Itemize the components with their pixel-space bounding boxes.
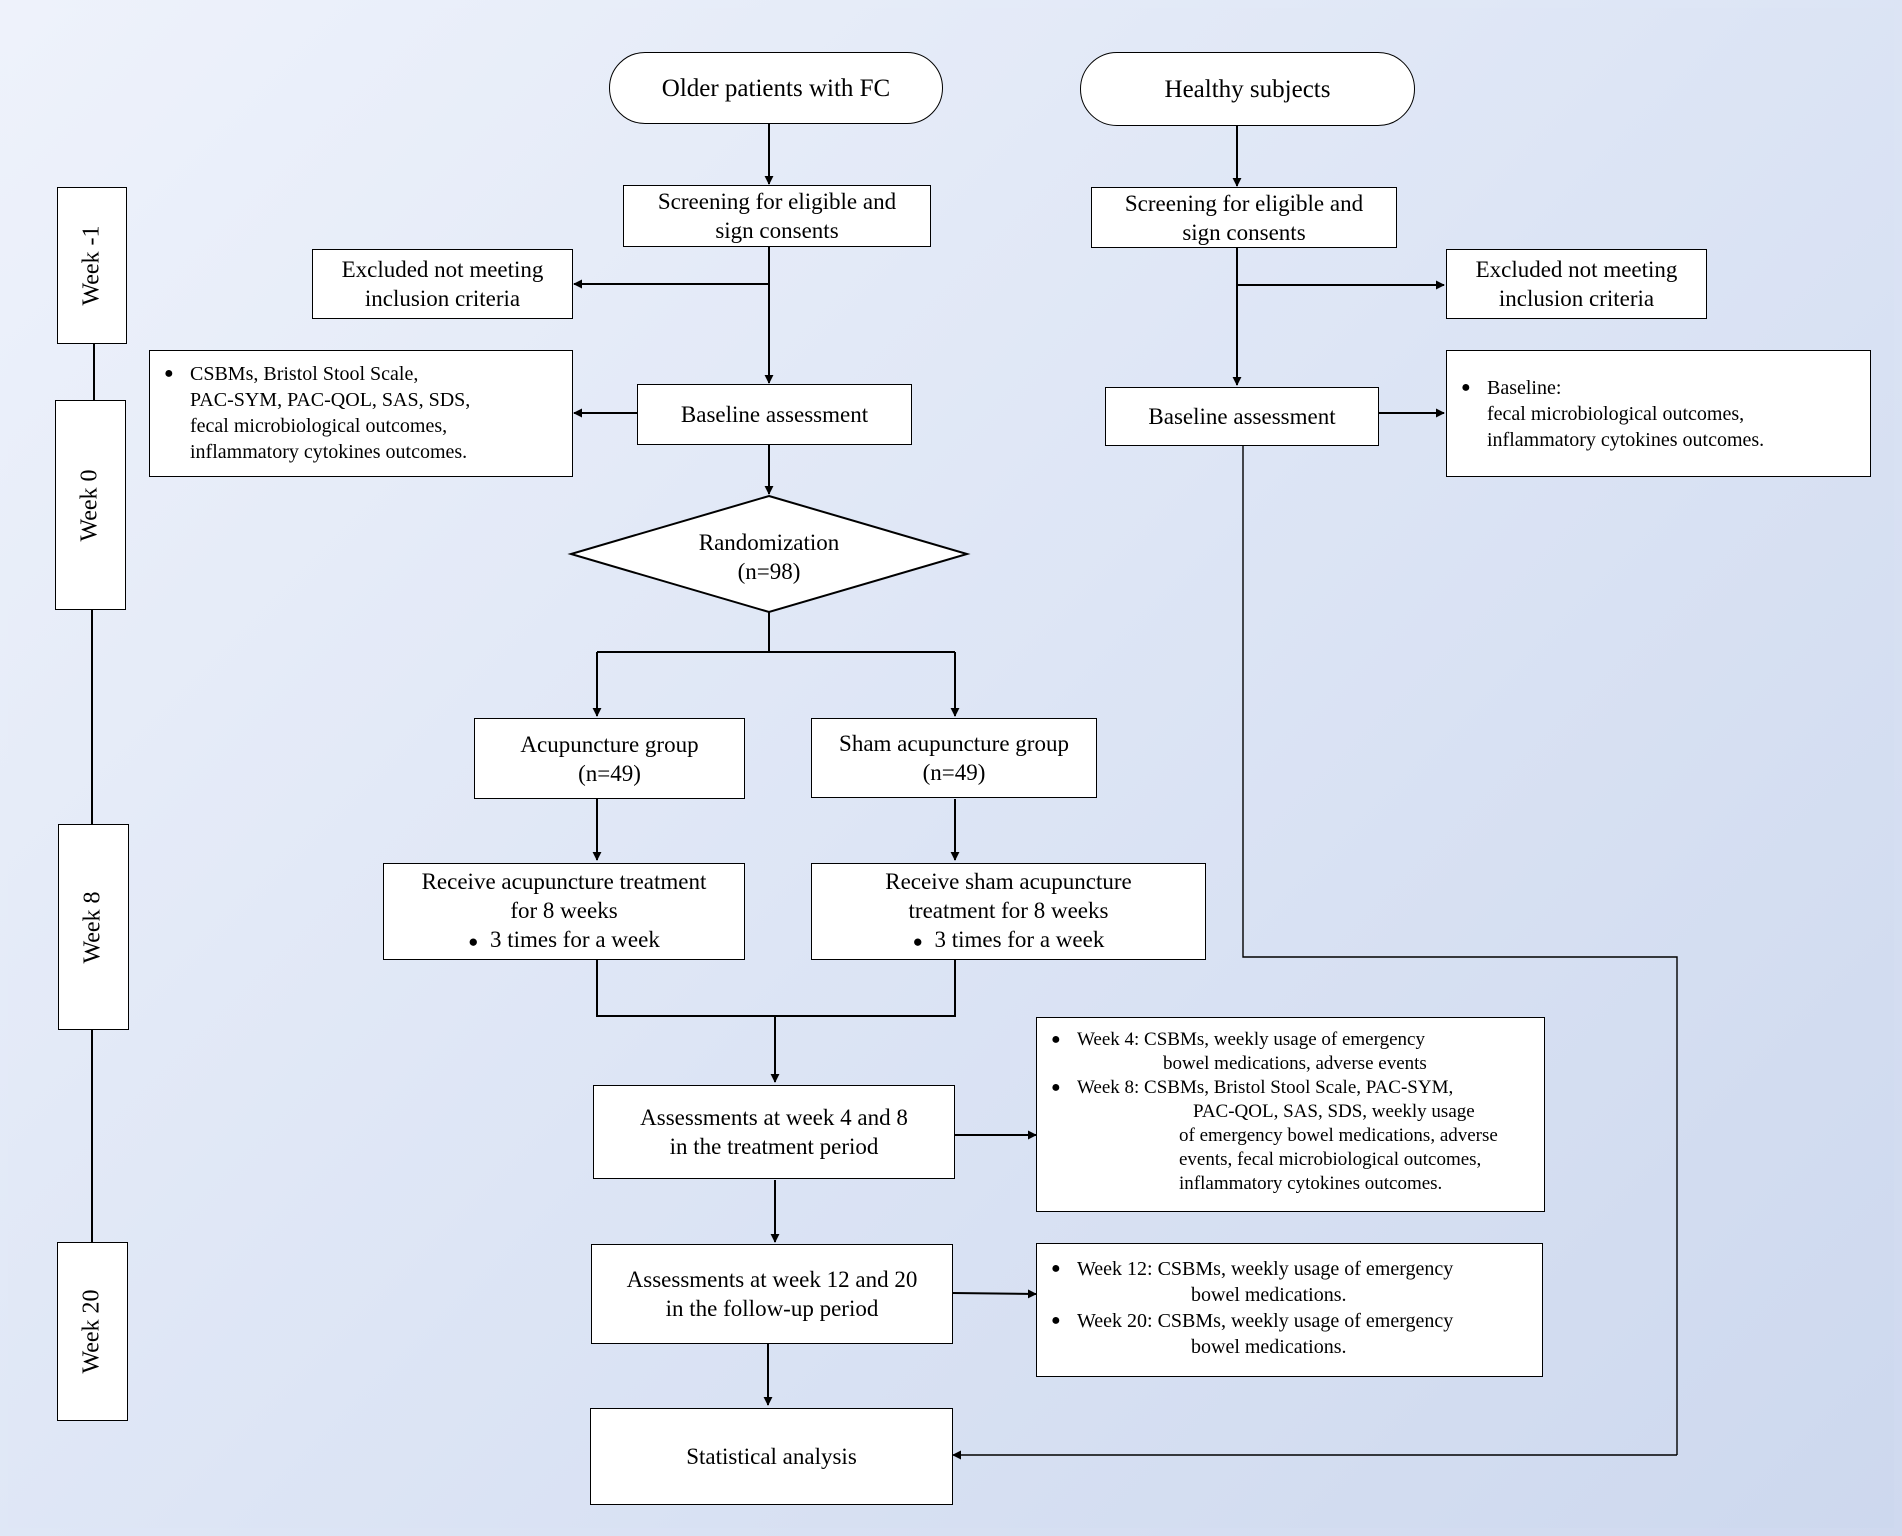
- bullet-icon: ●: [1051, 1260, 1061, 1277]
- bullet-icon: ●: [468, 932, 479, 951]
- sham-treatment-box: Receive sham acupuncture treatment for 8…: [811, 863, 1206, 960]
- statistical-analysis-box: Statistical analysis: [590, 1408, 953, 1505]
- week-label-0: Week 0: [55, 400, 126, 610]
- week-label-20: Week 20: [57, 1242, 128, 1421]
- start-older-patients-fc: Older patients with FC: [609, 52, 943, 124]
- start-healthy-subjects: Healthy subjects: [1080, 52, 1415, 126]
- randomization-label: Randomization (n=98): [698, 530, 840, 584]
- healthy-baseline-box: Baseline assessment: [1105, 387, 1379, 446]
- week-label-8: Week 8: [58, 824, 129, 1030]
- fc-baseline-note: ●CSBMs, Bristol Stool Scale, PAC-SYM, PA…: [149, 350, 573, 477]
- assess-treatment-note: ●Week 4: CSBMs, weekly usage of emergenc…: [1036, 1017, 1545, 1212]
- sham-acupuncture-group-box: Sham acupuncture group(n=49): [811, 718, 1097, 798]
- acupuncture-group-box: Acupuncture group(n=49): [474, 718, 745, 799]
- bullet-icon: ●: [164, 365, 174, 382]
- timeline-line: [91, 1030, 93, 1242]
- timeline-line: [91, 610, 93, 824]
- fc-baseline-box: Baseline assessment: [637, 384, 912, 445]
- assess-followup-note: ●Week 12: CSBMs, weekly usage of emergen…: [1036, 1243, 1543, 1377]
- bullet-icon: ●: [1051, 1079, 1061, 1096]
- timeline-line: [93, 344, 95, 400]
- acupuncture-treatment-box: Receive acupuncture treatment for 8 week…: [383, 863, 745, 960]
- bullet-icon: ●: [912, 932, 923, 951]
- randomization-diamond: [567, 494, 971, 614]
- week-label-minus-1: Week -1: [57, 187, 127, 344]
- bullet-icon: ●: [1051, 1312, 1061, 1329]
- bullet-icon: ●: [1051, 1031, 1061, 1048]
- healthy-baseline-note: ●Baseline: fecal microbiological outcome…: [1446, 350, 1871, 477]
- bullet-icon: ●: [1461, 379, 1471, 396]
